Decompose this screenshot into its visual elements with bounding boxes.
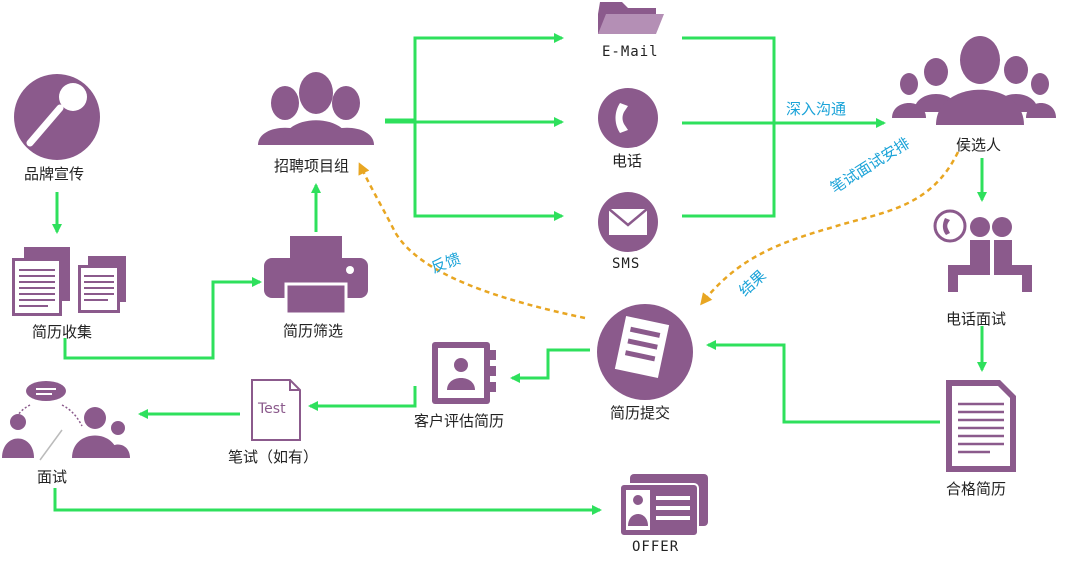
contact-book-icon [432, 342, 496, 404]
interview-icon [2, 381, 130, 461]
label-email: E-Mail [602, 44, 659, 60]
submit-document-icon [597, 304, 693, 400]
documents-icon [12, 247, 126, 316]
label-screen: 简历筛选 [283, 322, 344, 340]
label-client-eval: 客户评估简历 [414, 412, 505, 430]
edge-interview-offer [53, 488, 602, 515]
label-written-test: 笔试（如有） [228, 448, 319, 466]
orange-connectors [358, 151, 960, 320]
edge-channels-bracket [682, 36, 776, 218]
label-interview: 面试 [37, 468, 68, 486]
team-people-icon [258, 72, 374, 145]
label-submit: 简历提交 [610, 404, 671, 422]
label-brand: 品牌宣传 [24, 165, 85, 183]
label-team: 招聘项目组 [274, 157, 350, 175]
document-icon [946, 380, 1016, 472]
edge-team-email [385, 33, 564, 122]
printer-icon [264, 236, 368, 316]
label-phone-interview: 电话面试 [946, 310, 1007, 328]
phone-icon [598, 88, 658, 148]
label-offer: OFFER [632, 539, 680, 555]
envelope-icon [598, 192, 658, 252]
edge-submit-clienteval [510, 348, 590, 383]
label-qualified: 合格简历 [946, 480, 1007, 498]
test-document-icon [251, 379, 301, 441]
edge-collect-screen [63, 277, 262, 360]
green-connectors [52, 33, 987, 515]
edge-team-sms [413, 122, 564, 221]
label-collect: 简历收集 [32, 323, 93, 341]
edge-qualified-submit [706, 340, 940, 424]
label-phone: 电话 [612, 152, 643, 170]
phone-interview-icon [933, 209, 1032, 292]
label-test-doc: Test [258, 401, 286, 417]
edge-arrange-result [700, 151, 960, 306]
offer-card-icon [619, 474, 708, 537]
microphone-icon [14, 74, 100, 160]
candidate-crowd-icon [892, 36, 1056, 125]
folder-icon [598, 2, 664, 34]
edge-label-deep-comm: 深入沟通 [786, 100, 847, 118]
label-candidate: 侯选人 [956, 136, 1002, 154]
label-sms: SMS [612, 256, 641, 272]
edge-clienteval-written [308, 386, 417, 411]
edge-feedback [358, 162, 586, 320]
